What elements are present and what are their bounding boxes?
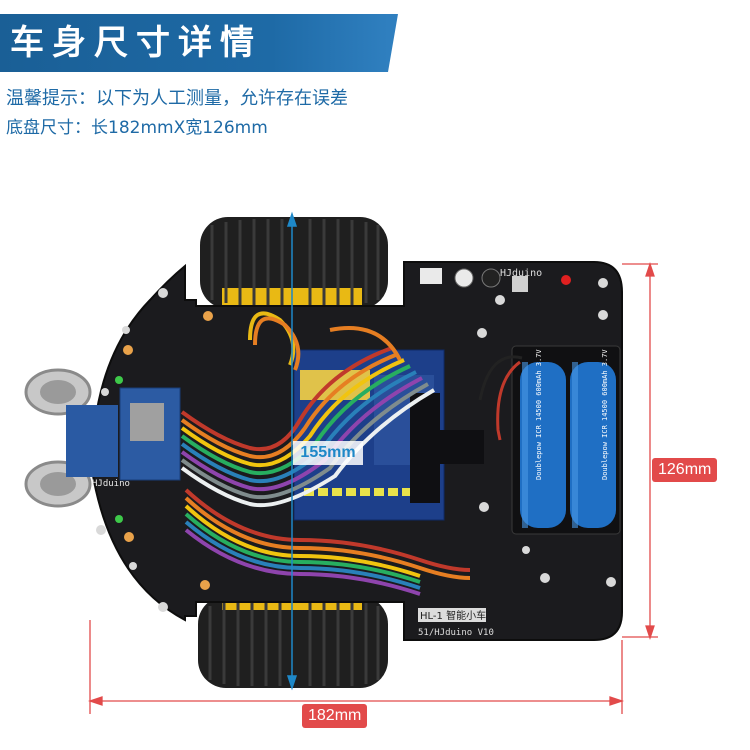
height-dimension-line xyxy=(286,211,298,691)
page-title: 车身尺寸详情 xyxy=(10,23,262,63)
chassis-size: 底盘尺寸：长182mmX宽126mm xyxy=(6,118,268,138)
wheel-bottom xyxy=(198,594,388,688)
width-dimension-line xyxy=(622,261,658,641)
measurement-tip: 温馨提示：以下为人工测量，允许存在误差 xyxy=(6,88,348,109)
board-version-label: 51/HJduino V10 xyxy=(418,628,494,638)
width-measurement-label: 126mm xyxy=(652,458,718,482)
wheel-top xyxy=(200,217,388,310)
battery-1-label: Doublepow ICR 14500 600mAh 3.7V xyxy=(535,349,543,480)
board-model-label: HL-1 智能小车 xyxy=(420,609,486,622)
ribbon-cables xyxy=(180,311,471,596)
title-banner xyxy=(0,14,388,72)
length-dimension-line xyxy=(87,620,625,714)
height-measurement-label: 155mm xyxy=(293,441,363,465)
battery-2 xyxy=(570,362,616,528)
length-measurement-label: 182mm xyxy=(302,704,368,728)
battery-2-label: Doublepow ICR 14500 600mAh 3.7V xyxy=(601,349,609,480)
battery-1 xyxy=(520,362,566,528)
board-brand-label: HJduino xyxy=(500,268,542,279)
title-banner-accent xyxy=(388,14,398,72)
sensor-brand-label: HJduino xyxy=(92,479,130,489)
